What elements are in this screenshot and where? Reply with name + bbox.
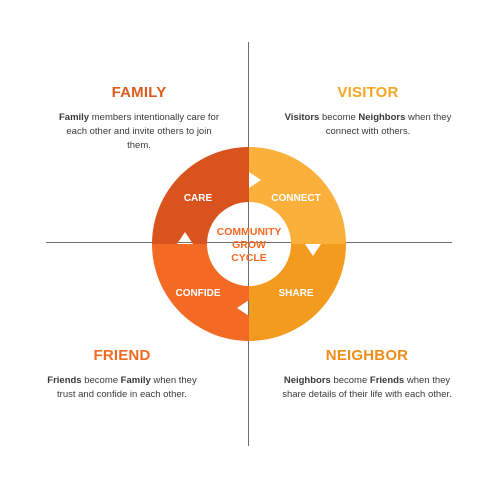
quadrant-visitor: VISITOR Visitors become Neighbors when t… [283,84,453,139]
center-label-line-2: GROW [232,239,266,251]
vertical-axis-line [248,42,249,446]
neighbor-description: Neighbors become Friends when they share… [282,374,452,402]
friend-mid: become [81,375,121,386]
center-label-line-1: COMMUNITY [217,226,282,238]
center-label-line-3: CYCLE [231,252,267,264]
cycle-segment-share [249,244,346,341]
quadrant-family: FAMILY Family members intentionally care… [54,84,224,153]
neighbor-bold2: Friends [369,375,405,386]
family-lead: Family [59,112,90,123]
visitor-title: VISITOR [337,84,399,101]
family-title: FAMILY [111,84,167,101]
segment-label-connect: CONNECT [271,193,320,204]
cycle-segment-confide [152,244,249,341]
friend-tail: when they trust and confide in each othe… [57,375,197,400]
family-description: Family members intentionally care for ea… [54,111,224,153]
cycle-segment-connect [249,147,346,244]
friend-bold2: Family [120,375,151,386]
neighbor-tail: when they share details of their life wi… [282,375,452,400]
neighbor-lead: Neighbors [283,375,331,386]
quadrant-neighbor: NEIGHBOR Neighbors become Friends when t… [282,347,452,402]
visitor-lead: Visitors [284,112,320,123]
visitor-description: Visitors become Neighbors when they conn… [283,111,453,139]
visitor-bold2: Neighbors [358,112,406,123]
family-body: members intentionally care for each othe… [66,112,219,151]
visitor-mid: become [319,112,359,123]
friend-description: Friends become Family when they trust an… [37,374,207,402]
quadrant-friend: FRIEND Friends become Family when they t… [37,347,207,402]
horizontal-axis-line [46,242,452,243]
neighbor-mid: become [330,375,370,386]
segment-label-share: SHARE [278,288,313,299]
friend-title: FRIEND [93,347,151,364]
segment-label-confide: CONFIDE [176,288,221,299]
visitor-tail: when they connect with others. [325,112,452,137]
segment-label-care: CARE [184,193,213,204]
friend-lead: Friends [47,375,82,386]
cycle-segment-care [152,147,249,244]
neighbor-title: NEIGHBOR [325,347,409,364]
